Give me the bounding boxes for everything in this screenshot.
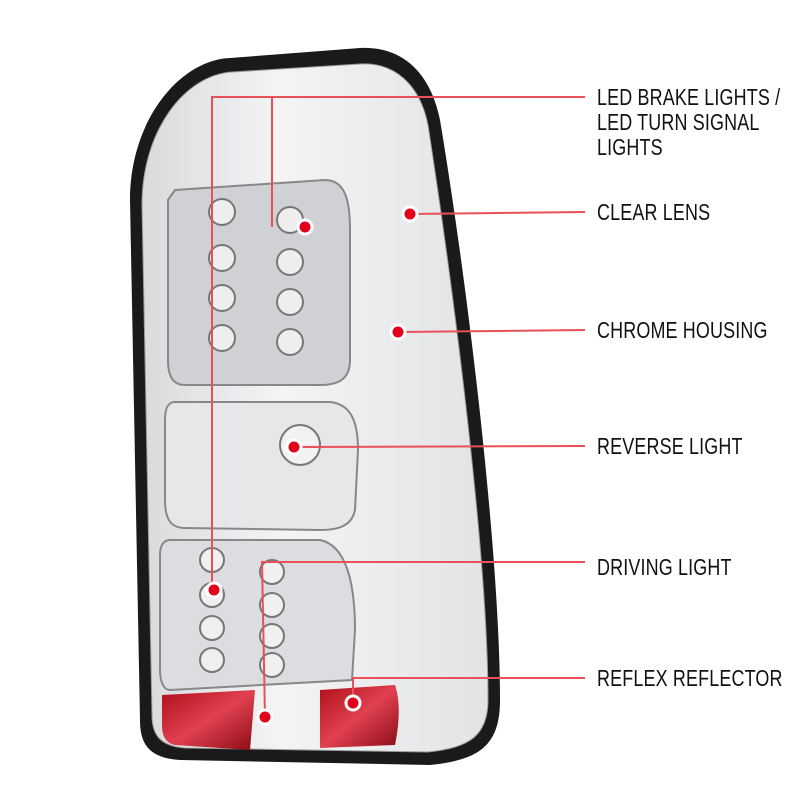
label-line: LIGHTS <box>597 134 663 160</box>
label-clear-lens: CLEAR LENS <box>597 199 711 225</box>
dot-reverse-light <box>285 438 303 456</box>
callout-lines <box>211 96 586 718</box>
label-line: LED BRAKE LIGHTS / <box>597 84 781 110</box>
label-reflex-reflector: REFLEX REFLECTOR <box>597 665 783 691</box>
dot-clear-lens <box>401 205 419 223</box>
dot-led-turn <box>205 581 223 599</box>
dot-chrome-housing <box>389 323 407 341</box>
reverse-section <box>164 401 360 532</box>
label-chrome-housing: CHROME HOUSING <box>597 317 768 343</box>
dot-driving-light <box>256 708 274 726</box>
label-led-brake-lights: LED BRAKE LIGHTS / LED TURN SIGNAL LIGHT… <box>597 85 780 160</box>
label-line: LED TURN SIGNAL <box>597 109 760 135</box>
label-reverse-light: REVERSE LIGHT <box>597 433 743 459</box>
dot-reflex-reflector <box>344 694 362 712</box>
led-brake-section <box>167 178 351 386</box>
led-array-top <box>208 198 304 356</box>
dot-led-brake <box>296 218 314 236</box>
reflex-reflector-right <box>320 685 399 748</box>
label-driving-light: DRIVING LIGHT <box>597 554 732 580</box>
reflex-reflector-left <box>162 690 255 750</box>
callout-dots <box>205 205 419 726</box>
